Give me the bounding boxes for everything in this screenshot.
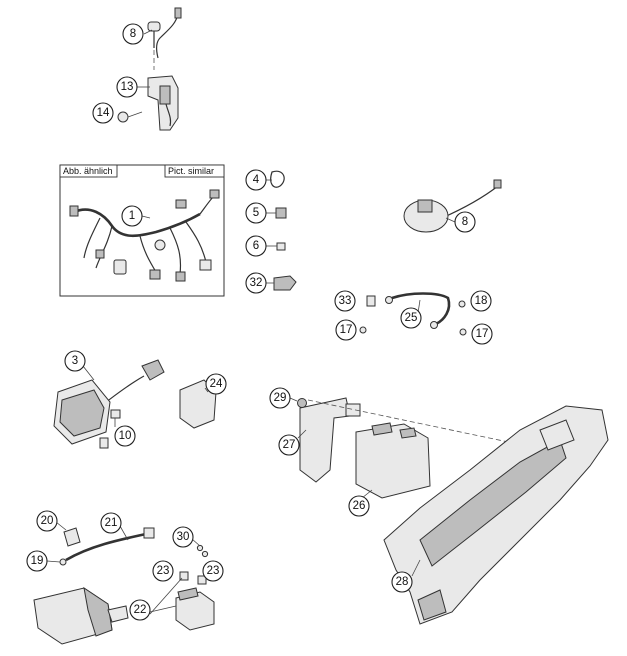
svg-text:4: 4 [253, 174, 260, 186]
callout-28: 28 [391, 571, 413, 593]
svg-text:23: 23 [207, 565, 220, 577]
part-cable-tie-4 [270, 170, 285, 188]
part-terminal-19 [59, 558, 67, 566]
callout-25: 25 [400, 307, 422, 329]
svg-text:14: 14 [97, 107, 110, 119]
inset-tag-right: Pict. similar [168, 166, 214, 176]
part-fuses-23 [179, 571, 207, 585]
callout-29: 29 [269, 387, 291, 409]
part-regulator-3 [53, 359, 165, 449]
part-starter-motor [33, 586, 129, 645]
callout-17-right: 17 [471, 323, 493, 345]
inset-frame [59, 164, 225, 297]
callout-26: 26 [348, 495, 370, 517]
callout-1: 1 [121, 205, 143, 227]
part-connector-5 [275, 207, 287, 219]
callout-30: 30 [172, 526, 194, 548]
part-battery-26 [355, 422, 431, 499]
part-nut-29 [297, 398, 307, 408]
svg-text:28: 28 [396, 576, 409, 588]
svg-text:8: 8 [462, 216, 468, 228]
callout-22: 22 [129, 599, 151, 621]
callout-6: 6 [245, 235, 267, 257]
part-bolts-30 [196, 544, 209, 558]
part-fuse-box-22 [175, 587, 215, 631]
svg-text:6: 6 [253, 240, 259, 252]
svg-text:10: 10 [119, 430, 132, 442]
svg-text:29: 29 [274, 392, 287, 404]
part-cap-20 [63, 527, 81, 547]
svg-text:27: 27 [283, 439, 296, 451]
part-component-8 [403, 179, 502, 233]
svg-text:32: 32 [250, 277, 263, 289]
callout-12: 8 [122, 23, 144, 45]
callout-4: 4 [245, 169, 267, 191]
part-screw-14 [117, 111, 143, 123]
part-24 [179, 379, 217, 429]
leader-lines [46, 29, 456, 615]
svg-text:1: 1 [129, 210, 135, 222]
callout-3: 3 [64, 350, 86, 372]
callout-27: 27 [278, 434, 300, 456]
part-connector-32 [273, 275, 297, 291]
inset-tag-left: Abb. ähnlich [63, 166, 113, 176]
callout-23-left: 23 [152, 560, 174, 582]
part-switch-bracket [147, 75, 179, 131]
harness-inset: Abb. ähnlich Pict. similar [59, 164, 225, 297]
callout-23-right: 23 [202, 560, 224, 582]
callout-33: 33 [334, 290, 356, 312]
callout-8: 8 [454, 211, 476, 233]
svg-text:33: 33 [339, 295, 352, 307]
svg-text:8: 8 [130, 28, 136, 40]
svg-text:26: 26 [353, 500, 366, 512]
callout-17-left: 17 [335, 319, 357, 341]
svg-text:21: 21 [105, 517, 118, 529]
part-switch-cable [147, 7, 182, 70]
part-wiring-harness [69, 189, 220, 282]
svg-text:23: 23 [157, 565, 170, 577]
svg-text:30: 30 [177, 531, 190, 543]
part-cable-21 [65, 527, 155, 562]
svg-text:18: 18 [475, 295, 488, 307]
callout-24: 24 [205, 373, 227, 395]
callout-21: 21 [100, 512, 122, 534]
callout-32: 32 [245, 272, 267, 294]
callout-10: 10 [114, 425, 136, 447]
part-clip-6 [276, 242, 286, 251]
part-battery-cable-25 [359, 292, 467, 336]
callout-5: 5 [245, 202, 267, 224]
svg-text:3: 3 [72, 355, 78, 367]
svg-text:25: 25 [405, 312, 418, 324]
svg-text:19: 19 [31, 555, 44, 567]
svg-text:20: 20 [41, 515, 54, 527]
svg-text:5: 5 [253, 207, 259, 219]
svg-text:17: 17 [340, 324, 353, 336]
callout-13: 13 [116, 76, 138, 98]
callout-19: 19 [26, 550, 48, 572]
svg-text:17: 17 [476, 328, 489, 340]
svg-text:13: 13 [121, 81, 134, 93]
callout-18: 18 [470, 290, 492, 312]
svg-text:24: 24 [210, 378, 223, 390]
part-rear-fender-28 [383, 405, 609, 625]
callout-20: 20 [36, 510, 58, 532]
callout-14: 14 [92, 102, 114, 124]
svg-text:22: 22 [134, 604, 147, 616]
